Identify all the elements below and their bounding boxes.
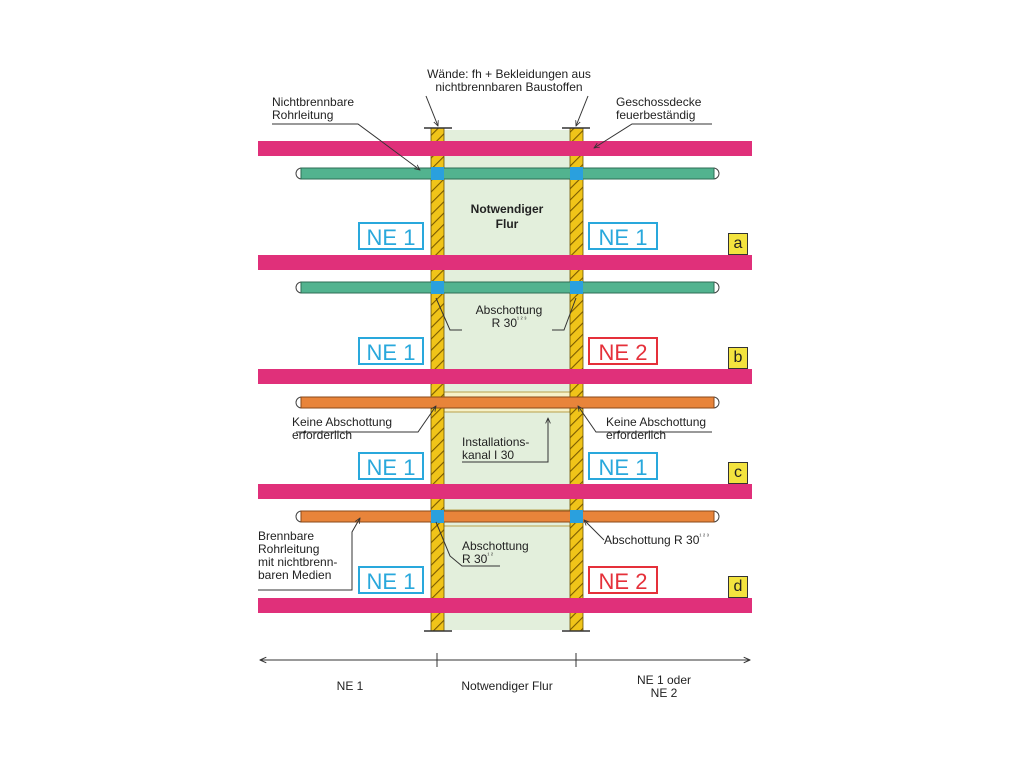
channel-lines-d — [444, 509, 570, 527]
row-d-right-note-sup: ¹ ² ³ — [699, 534, 709, 540]
row-b-corridor-r30: R 30 — [491, 316, 518, 330]
row-a-left-ne: NE 1 — [358, 222, 424, 250]
seal-b-right — [570, 281, 583, 294]
row-c-left-note: Keine Abschottung erforderlich — [292, 416, 392, 442]
row-b-corridor-note: Abschottung R 30¹ ² ³ — [454, 304, 564, 330]
row-a-right-ne: NE 1 — [588, 222, 658, 250]
bottom-axis — [260, 653, 750, 667]
row-b-right-ne: NE 2 — [588, 337, 658, 365]
row-d-corridor-r30: R 30 — [462, 552, 488, 566]
axis-label-middle: Notwendiger Flur — [461, 679, 553, 693]
axis-label-right-line2: NE 2 — [650, 686, 678, 700]
axis-label-right: NE 1 oder NE 2 — [614, 674, 714, 700]
row-c-left-ne: NE 1 — [358, 452, 424, 480]
row-c-right-note-line1: Keine Abschottung — [606, 415, 707, 429]
row-c-tag: c — [728, 462, 748, 484]
row-d-tag: d — [728, 576, 748, 598]
row-b-corridor-sup: ¹ ² ³ — [517, 317, 527, 323]
row-d-left-note-line4: baren Medien — [258, 568, 332, 582]
ceiling-label-line2: feuerbeständig — [616, 108, 696, 122]
row-a-tag: a — [728, 233, 748, 255]
seal-a-left — [431, 167, 444, 180]
noncombustible-pipe-label: Nichtbrennbare Rohrleitung — [272, 96, 354, 122]
row-d-left-note-line1: Brennbare — [258, 529, 315, 543]
row-d-left-ne: NE 1 — [358, 566, 424, 594]
axis-label-right-line1: NE 1 oder — [636, 673, 692, 687]
seal-d-right — [570, 510, 583, 523]
ceiling-label-line1: Geschossdecke — [616, 95, 702, 109]
row-c-corridor-note: Installations- kanal I 30 — [462, 436, 529, 462]
corridor-label-line1: Notwendiger — [470, 202, 544, 216]
leader-lines — [258, 95, 712, 591]
row-c-corridor-note-line1: Installations- — [462, 435, 530, 449]
pipe-a — [295, 167, 720, 180]
row-b-left-ne: NE 1 — [358, 337, 424, 365]
row-c-left-note-line1: Keine Abschottung — [292, 415, 393, 429]
row-c-right-note: Keine Abschottung erforderlich — [606, 416, 706, 442]
row-d-right-ne: NE 2 — [588, 566, 658, 594]
row-b-corridor-note-line1: Abschottung — [475, 303, 543, 317]
noncombustible-pipe-label-line2: Rohrleitung — [272, 108, 334, 122]
row-d-corridor-note: Abschottung R 30¹ ² — [462, 540, 529, 566]
walls-label-line2: nichtbrennbaren Baustoffen — [435, 80, 583, 94]
row-d-left-note-line2: Rohrleitung — [258, 542, 320, 556]
seal-b-left — [431, 281, 444, 294]
row-b-corridor-note-line2: R 30¹ ² ³ — [454, 317, 564, 330]
row-d-corridor-note-line1: Abschottung — [462, 539, 529, 553]
seal-a-right — [570, 167, 583, 180]
row-d-left-note: Brennbare Rohrleitung mit nichtbrenn- ba… — [258, 530, 337, 582]
slab-2 — [258, 255, 752, 270]
walls-label: Wände: fh + Bekleidungen aus nichtbrennb… — [404, 68, 614, 94]
slab-3 — [258, 369, 752, 384]
row-b-tag: b — [728, 347, 748, 369]
corridor-label: Notwendiger Flur — [447, 202, 567, 232]
row-c-right-ne: NE 1 — [588, 452, 658, 480]
row-d-left-note-line3: mit nichtbrenn- — [258, 555, 338, 569]
ceiling-label: Geschossdecke feuerbeständig — [616, 96, 701, 122]
row-d-right-note: Abschottung R 30¹ ² ³ — [604, 534, 709, 547]
pipe-b — [295, 281, 720, 294]
pipe-d — [295, 510, 720, 523]
row-c-left-note-line2: erforderlich — [292, 428, 353, 442]
row-c-corridor-note-line2: kanal I 30 — [462, 448, 515, 462]
seal-d-left — [431, 510, 444, 523]
slab-5 — [258, 598, 752, 613]
row-d-corridor-note-line2: R 30¹ ² — [462, 553, 529, 566]
row-d-right-note-text: Abschottung R 30 — [604, 533, 700, 547]
slab-4 — [258, 484, 752, 499]
axis-label-left: NE 1 — [336, 679, 364, 693]
pipe-c — [295, 396, 720, 409]
slab-1 — [258, 141, 752, 156]
corridor-label-line2: Flur — [495, 217, 519, 231]
noncombustible-pipe-label-line1: Nichtbrennbare — [272, 95, 355, 109]
row-c-right-note-line2: erforderlich — [606, 428, 667, 442]
walls-label-line1: Wände: fh + Bekleidungen aus — [427, 67, 591, 81]
row-d-corridor-sup: ¹ ² — [487, 553, 494, 559]
